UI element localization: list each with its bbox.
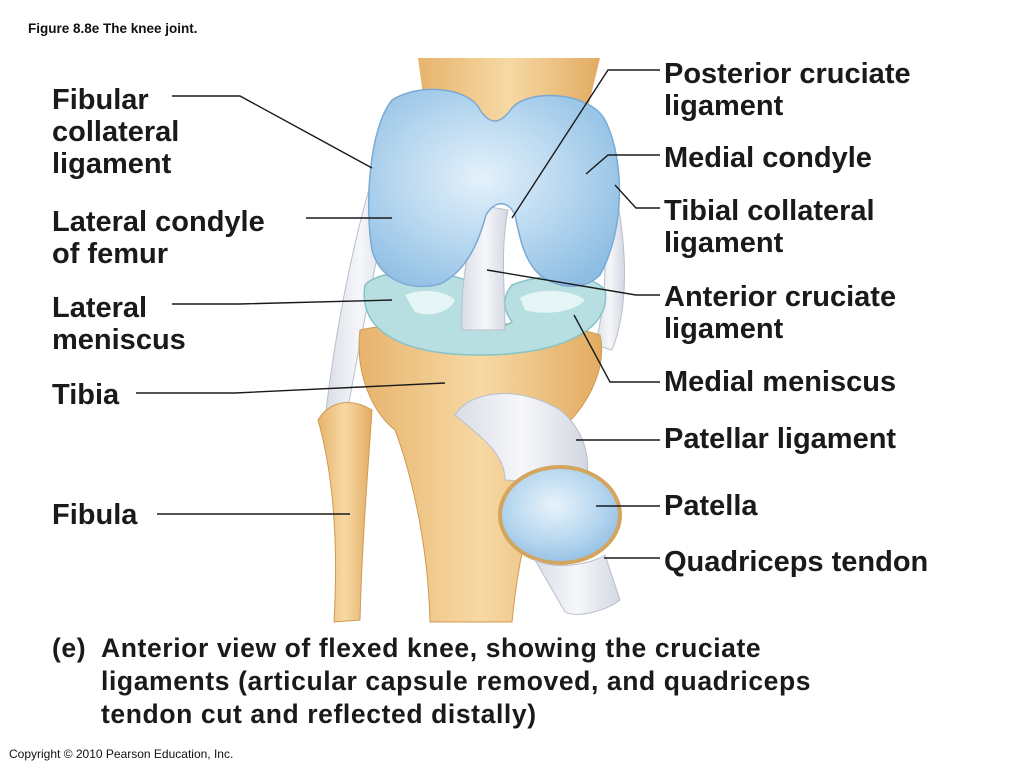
caption-tag: (e) xyxy=(52,633,87,663)
patella-shape xyxy=(498,465,622,565)
label-fibular-collateral-ligament: Fibular collateral ligament xyxy=(52,84,180,180)
figure-title: Figure 8.8e The knee joint. xyxy=(28,21,198,36)
caption-text: Anterior view of flexed knee, showing th… xyxy=(101,633,812,729)
label-fibula: Fibula xyxy=(52,499,138,531)
copyright-notice: Copyright © 2010 Pearson Education, Inc. xyxy=(9,747,234,761)
fibula-bone xyxy=(317,402,373,623)
label-posterior-cruciate-ligament: Posterior cruciate ligament xyxy=(664,58,911,122)
femoral-condyles xyxy=(367,88,621,288)
label-tibial-collateral-ligament: Tibial collateral ligament xyxy=(664,195,875,259)
label-quadriceps-tendon: Quadriceps tendon xyxy=(664,546,929,578)
label-anterior-cruciate-ligament: Anterior cruciate ligament xyxy=(664,281,897,345)
leader-lines xyxy=(136,69,660,559)
label-patellar-ligament: Patellar ligament xyxy=(664,423,897,455)
label-lateral-condyle-of-femur: Lateral condyle of femur xyxy=(52,206,265,270)
label-medial-condyle: Medial condyle xyxy=(664,142,872,174)
label-tibia: Tibia xyxy=(52,379,120,411)
label-medial-meniscus: Medial meniscus xyxy=(664,366,897,398)
label-lateral-meniscus: Lateral meniscus xyxy=(52,292,186,356)
figure-caption: (e) Anterior view of flexed knee, showin… xyxy=(52,632,971,731)
patellar-ligament-shape xyxy=(454,393,588,486)
quadriceps-tendon-shape xyxy=(533,554,621,615)
label-patella: Patella xyxy=(664,490,758,522)
